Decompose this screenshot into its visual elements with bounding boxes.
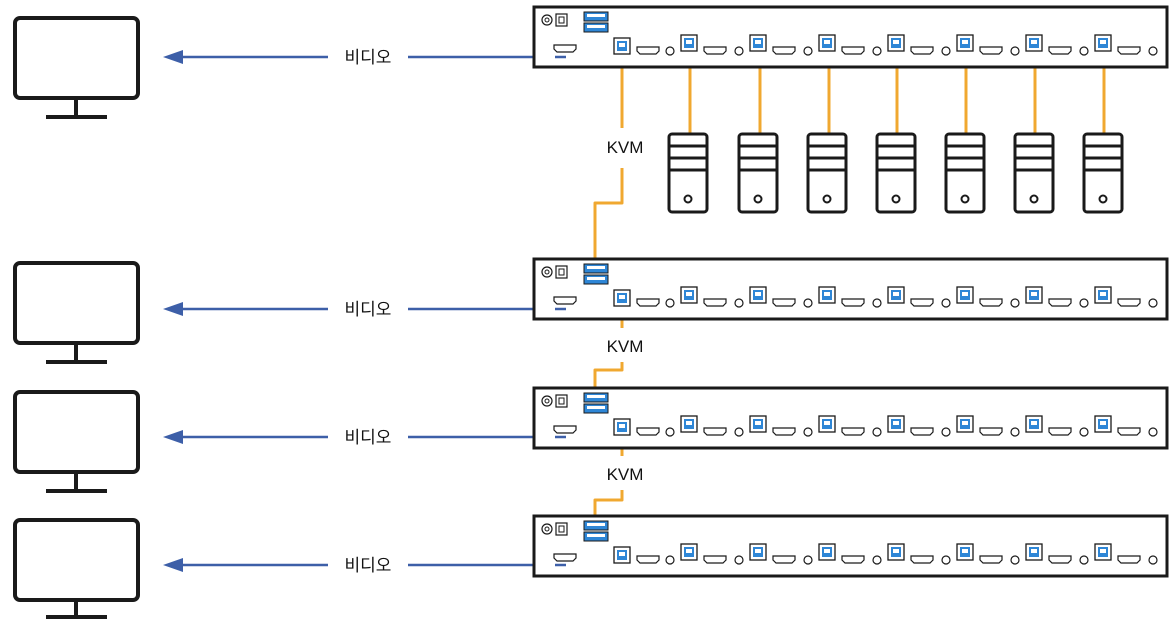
kvm-switch-icon [534, 388, 1167, 448]
video-label: 비디오 [345, 48, 392, 68]
computer-tower-icon [667, 132, 709, 214]
kvm-cable [593, 490, 624, 528]
kvm-cable [593, 168, 624, 270]
kvm-cable [593, 362, 624, 400]
video-connection: 비디오 [163, 428, 566, 448]
video-connection: 비디오 [163, 556, 566, 576]
video-port-connections [555, 55, 566, 567]
video-label: 비디오 [345, 428, 392, 448]
kvm-label: KVM [607, 337, 644, 356]
monitor-icon [13, 16, 140, 119]
monitor-icon [13, 518, 140, 619]
kvm-labels: KVM KVM KVM [607, 138, 644, 484]
video-connection: 비디오 [163, 300, 566, 320]
computer-tower-icon [944, 132, 986, 214]
computer-tower-icon [1013, 132, 1055, 214]
computer-tower-icon [806, 132, 848, 214]
arrow-left-icon [163, 558, 183, 572]
kvm-switch-icon [534, 7, 1167, 67]
video-label: 비디오 [345, 556, 392, 576]
arrow-left-icon [163, 302, 183, 316]
monitor-icon [13, 261, 140, 364]
computer-tower-icon [1082, 132, 1124, 214]
kvm-label: KVM [607, 465, 644, 484]
computer-tower-icon [737, 132, 779, 214]
video-connection: 비디오 [163, 48, 566, 68]
kvm-label: KVM [607, 138, 644, 157]
kvm-switch-icon [534, 516, 1167, 576]
arrow-left-icon [163, 430, 183, 444]
monitor-icon [13, 390, 140, 493]
video-label: 비디오 [345, 300, 392, 320]
arrow-left-icon [163, 50, 183, 64]
kvm-switch-icon [534, 259, 1167, 319]
computer-tower-icon [875, 132, 917, 214]
